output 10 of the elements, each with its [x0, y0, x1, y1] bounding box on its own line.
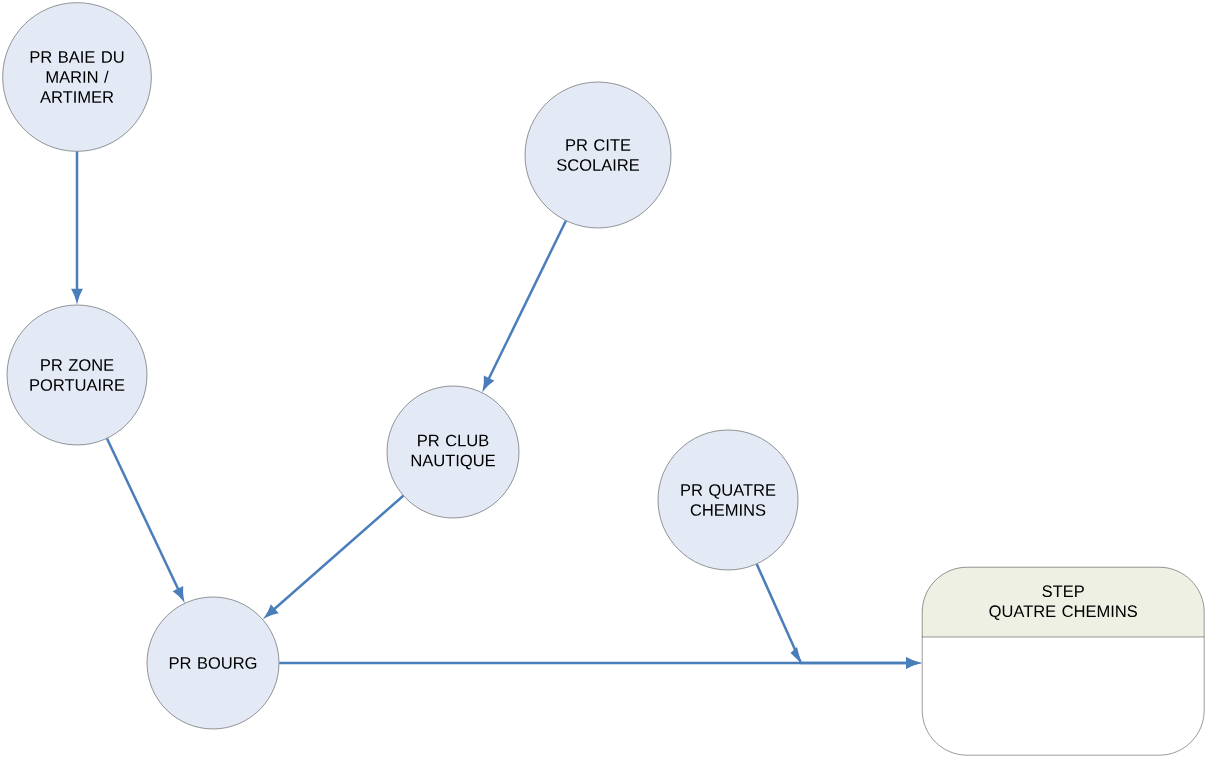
arrow	[483, 220, 567, 390]
rounded-box: STEP QUATRE CHEMINS	[921, 567, 1205, 756]
circle-node: PR CITE SCOLAIRE	[524, 81, 672, 229]
arrow	[265, 494, 405, 618]
circle-node: PR CLUB NAUTIQUE	[386, 385, 520, 519]
circle-node: PR BAIE DU MARIN / ARTIMER	[2, 2, 152, 152]
circle-node: PR QUATRE CHEMINS	[657, 429, 799, 571]
circle-node: PR ZONE PORTUAIRE	[6, 304, 148, 446]
circle-node: PR BOURG	[146, 596, 280, 730]
arrow	[755, 563, 919, 669]
